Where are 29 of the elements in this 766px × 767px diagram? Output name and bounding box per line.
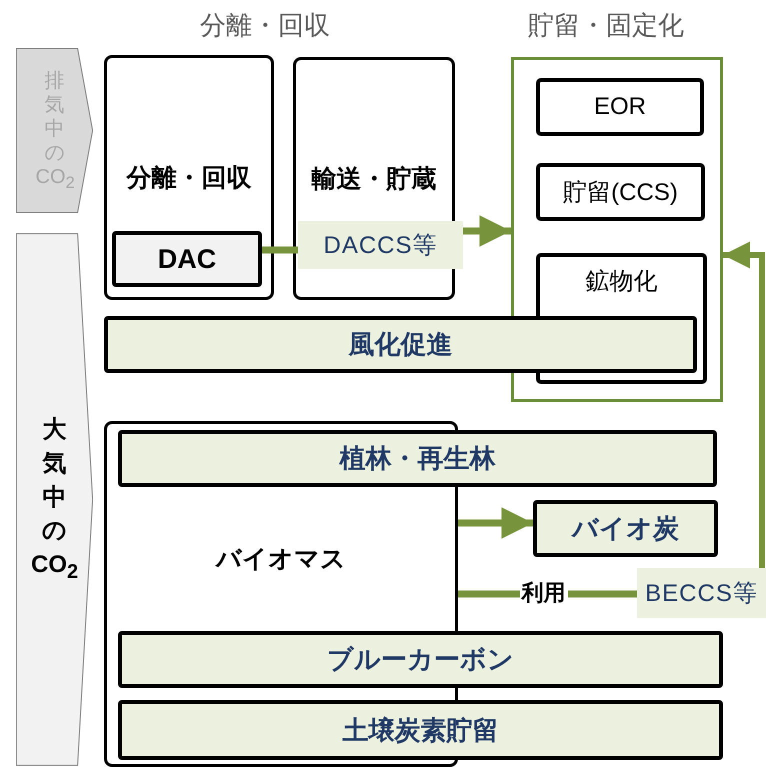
method-bar — [118, 631, 723, 688]
pathway-tag — [637, 568, 766, 618]
method-bar — [104, 316, 697, 373]
box-label: EOR — [594, 93, 646, 121]
box-label: DACCS等 — [323, 231, 438, 261]
box-label: 風化促進 — [348, 328, 452, 361]
column-heading: 分離・回収 — [200, 9, 330, 42]
box-label: バイオ炭 — [572, 512, 679, 545]
method-bar — [533, 500, 718, 557]
box-label: 貯留(CCS) — [563, 178, 678, 208]
box-label: BECCS等 — [645, 579, 758, 609]
box-label: 鉱物化 — [586, 267, 658, 297]
process-box — [536, 163, 705, 221]
box-label: 大気中のCO$_{2}$ — [31, 415, 78, 585]
process-box — [112, 231, 262, 287]
box-label: バイオマス — [216, 544, 346, 575]
box-label: 分離・回収 — [126, 163, 252, 194]
source-arrow-shape — [16, 48, 93, 213]
method-bar — [118, 700, 723, 760]
method-bar — [118, 430, 717, 487]
box-label: 土壌炭素貯留 — [342, 714, 498, 746]
box-label: 輸送・貯蔵 — [312, 164, 436, 195]
category-box — [104, 55, 274, 300]
box-label: ブルーカーボン — [327, 643, 514, 676]
process-box — [536, 78, 704, 136]
box-label: DAC — [158, 244, 216, 274]
source-arrow-shape — [16, 232, 93, 767]
column-heading: 貯留・固定化 — [528, 9, 684, 42]
box-label: 植林・再生林 — [340, 442, 496, 475]
